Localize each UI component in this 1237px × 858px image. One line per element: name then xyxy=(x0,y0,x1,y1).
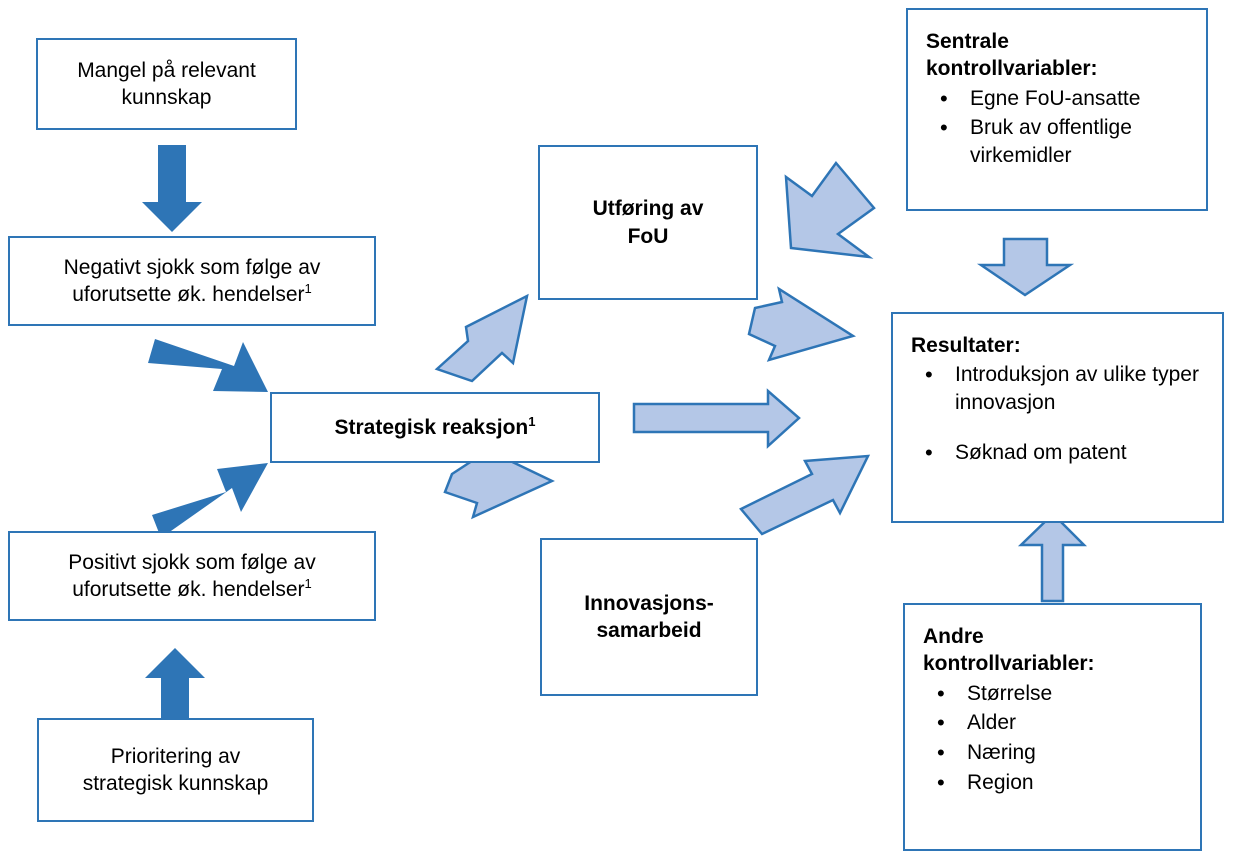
list-item: Region xyxy=(923,768,1190,797)
node-negativt-sjokk-footnote-marker: 1 xyxy=(304,281,312,296)
node-innovasjonssamarbeid-line-1: Innovasjons- xyxy=(584,591,714,615)
node-mangel-line-2: kunnskap xyxy=(121,86,212,109)
node-negativt-sjokk-line-2-text: uforutsette øk. hendelser xyxy=(72,283,305,306)
node-strategisk-reaksjon[interactable]: Strategisk reaksjon1 xyxy=(270,392,600,463)
node-negativt-sjokk[interactable]: Negativt sjokk som følge av uforutsette … xyxy=(8,236,376,326)
list-item: Bruk av offentlige virkemidler xyxy=(926,113,1196,169)
node-positivt-sjokk-footnote-marker: 1 xyxy=(304,576,312,591)
arrow-mangel-to-negativt xyxy=(142,145,202,232)
node-resultater[interactable]: Resultater: Introduksjon av ulike typer … xyxy=(891,312,1224,523)
node-sentrale-kontrollvariabler[interactable]: Sentrale kontrollvariabler: Egne FoU-ans… xyxy=(906,8,1208,211)
node-utforing-av-fou[interactable]: Utføring av FoU xyxy=(538,145,758,300)
list-item: Næring xyxy=(923,738,1190,767)
node-andre-kontrollvariabler[interactable]: Andre kontrollvariabler: Størrelse Alder… xyxy=(903,603,1202,851)
node-positivt-sjokk-line-2-text: uforutsette øk. hendelser xyxy=(72,578,305,601)
list-item: Egne FoU-ansatte xyxy=(926,84,1196,113)
list-item: Alder xyxy=(923,708,1190,737)
arrow-andre-to-resultater xyxy=(1017,512,1088,603)
list-item: Størrelse xyxy=(923,679,1190,708)
arrow-utforing-to-resultater xyxy=(747,286,857,362)
node-utforing-line-2: FoU xyxy=(627,224,669,248)
node-negativt-sjokk-line-2: uforutsette øk. hendelser1 xyxy=(72,281,312,308)
node-positivt-sjokk-line-1: Positivt sjokk som følge av xyxy=(68,550,316,574)
node-negativt-sjokk-line-1: Negativt sjokk som følge av xyxy=(63,255,321,279)
node-sentrale-kontrollvariabler-list: Egne FoU-ansatte Bruk av offentlige virk… xyxy=(926,84,1196,172)
arrow-innovasjonssamarbeid-to-resultater xyxy=(739,454,871,536)
node-andre-title-line-2: kontrollvariabler: xyxy=(923,652,1095,676)
node-resultater-title-line-1: Resultater: xyxy=(911,334,1021,357)
arrow-sentrale-to-resultater xyxy=(976,237,1075,297)
node-resultater-list: Introduksjon av ulike typer innovasjon S… xyxy=(911,360,1212,468)
node-strategisk-reaksjon-text: Strategisk reaksjon xyxy=(334,415,529,439)
node-andre-title-line-1: Andre xyxy=(923,625,984,648)
node-sentrale-title-line-1: Sentrale xyxy=(926,30,1009,53)
arrow-strategisk-to-resultater xyxy=(632,388,801,449)
node-sentrale-kontrollvariabler-title: Sentrale kontrollvariabler: xyxy=(926,28,1196,83)
node-sentrale-title-line-2: kontrollvariabler: xyxy=(926,57,1098,81)
node-utforing-line-1: Utføring av xyxy=(592,197,704,221)
node-strategisk-reaksjon-footnote-marker: 1 xyxy=(528,413,536,429)
node-mangel-line-1: Mangel på relevant xyxy=(77,58,256,82)
node-prioritering-line-1: Prioritering av xyxy=(110,744,241,768)
node-andre-kontrollvariabler-title: Andre kontrollvariabler: xyxy=(923,623,1190,678)
node-mangel-pa-relevant-kunnskap[interactable]: Mangel på relevant kunnskap xyxy=(36,38,297,130)
node-innovasjonssamarbeid-line-2: samarbeid xyxy=(596,619,702,642)
list-item: Introduksjon av ulike typer innovasjon xyxy=(911,360,1212,416)
node-prioritering-line-2: strategisk kunnskap xyxy=(82,772,269,795)
node-andre-kontrollvariabler-list: Størrelse Alder Næring Region xyxy=(923,679,1190,799)
arrow-negativt-to-strategisk xyxy=(148,339,268,392)
node-resultater-title: Resultater: xyxy=(911,332,1212,359)
node-strategisk-reaksjon-label: Strategisk reaksjon1 xyxy=(334,414,535,441)
arrow-positivt-to-strategisk xyxy=(152,463,268,538)
arrow-strategisk-to-utforing xyxy=(434,293,529,383)
node-positivt-sjokk-line-2: uforutsette øk. hendelser1 xyxy=(72,576,312,603)
list-item: Søknad om patent xyxy=(911,438,1212,467)
node-innovasjonssamarbeid[interactable]: Innovasjons- samarbeid xyxy=(540,538,758,696)
node-positivt-sjokk[interactable]: Positivt sjokk som følge av uforutsette … xyxy=(8,531,376,621)
arrow-sentrale-to-utforing xyxy=(784,160,876,259)
node-prioritering-av-strategisk-kunnskap[interactable]: Prioritering av strategisk kunnskap xyxy=(37,718,314,822)
